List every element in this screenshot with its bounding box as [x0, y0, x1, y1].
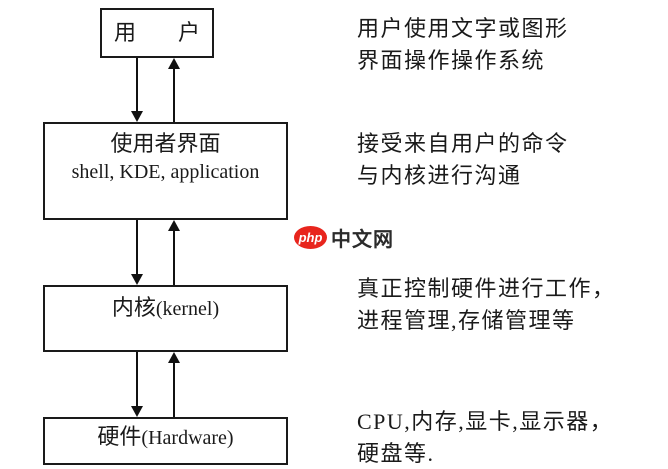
arrow-stem	[136, 58, 138, 111]
arrowhead-down-icon	[131, 406, 143, 417]
annotation-ui-line1: 接受来自用户的命令	[357, 131, 569, 156]
arrow-down-ui-to-kernel	[130, 220, 144, 285]
arrowhead-down-icon	[131, 111, 143, 122]
annotation-kernel-line1: 真正控制硬件进行工作，	[357, 276, 616, 301]
annotation-hardware-line1: CPU,内存,显卡,显示器，	[357, 409, 614, 434]
arrow-up-kernel-to-ui	[167, 220, 181, 285]
box-kernel-label-en: (kernel)	[155, 298, 220, 320]
arrow-stem	[173, 69, 175, 122]
annotation-user-line1: 用户使用文字或图形	[357, 16, 569, 41]
box-user-interface: 使用者界面 shell, KDE, application	[43, 122, 288, 220]
box-hardware: 硬件(Hardware)	[43, 417, 288, 465]
arrowhead-up-icon	[168, 352, 180, 363]
php-logo-icon: php	[294, 226, 327, 249]
box-user-label: 用 户	[113, 20, 210, 45]
arrow-up-ui-to-user	[167, 58, 181, 122]
arrow-down-kernel-to-hardware	[130, 352, 144, 417]
box-kernel-label: 内核(kernel)	[112, 295, 219, 322]
php-logo-text: php	[298, 230, 323, 245]
arrow-stem	[136, 352, 138, 406]
annotation-user: 用户使用文字或图形 界面操作操作系统	[357, 13, 569, 77]
annotation-kernel: 真正控制硬件进行工作， 进程管理,存储管理等	[357, 273, 616, 337]
box-hardware-label-cn: 硬件	[97, 424, 142, 449]
arrow-up-hardware-to-kernel	[167, 352, 181, 417]
annotation-kernel-line2: 进程管理,存储管理等	[357, 308, 576, 333]
box-ui-title: 使用者界面	[110, 131, 221, 156]
arrow-down-user-to-ui	[130, 58, 144, 122]
watermark-site-name: 中文网	[331, 229, 394, 251]
annotation-hardware: CPU,内存,显卡,显示器， 硬盘等.	[357, 406, 613, 469]
arrowhead-up-icon	[168, 58, 180, 69]
box-user: 用 户	[100, 8, 214, 58]
annotation-ui: 接受来自用户的命令 与内核进行沟通	[357, 128, 569, 192]
arrow-stem	[173, 231, 175, 285]
arrow-stem	[136, 220, 138, 274]
box-ui-subtitle: shell, KDE, application	[71, 161, 260, 183]
arrowhead-up-icon	[168, 220, 180, 231]
annotation-user-line2: 界面操作操作系统	[357, 48, 546, 73]
box-hardware-label-en: (Hardware)	[141, 427, 234, 449]
box-kernel-label-cn: 内核	[111, 295, 156, 320]
arrowhead-down-icon	[131, 274, 143, 285]
php-cn-watermark: php 中文网	[294, 223, 394, 252]
box-kernel: 内核(kernel)	[43, 285, 288, 352]
arrow-stem	[173, 363, 175, 417]
annotation-hardware-line2: 硬盘等.	[357, 441, 435, 466]
annotation-ui-line2: 与内核进行沟通	[357, 163, 522, 188]
box-hardware-label: 硬件(Hardware)	[97, 424, 233, 451]
